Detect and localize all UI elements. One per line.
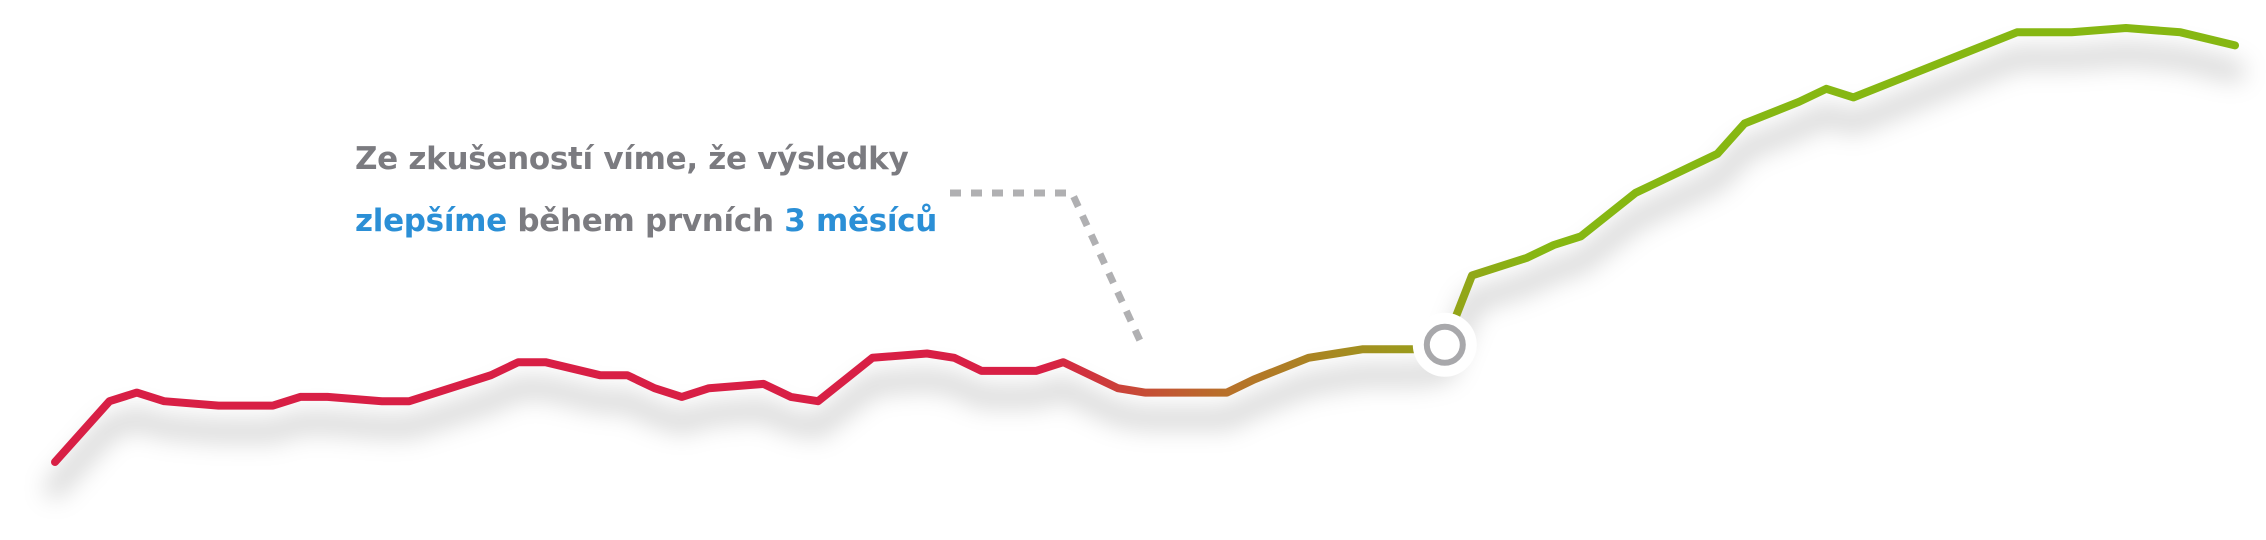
annotation-mid-text: během prvních xyxy=(506,203,785,239)
marker-ring xyxy=(1423,323,1466,366)
annotation-line-1: Ze zkušeností víme, že výsledky xyxy=(355,141,909,177)
annotation-accent-months: 3 měsíců xyxy=(784,203,938,239)
annotation-line-2: zlepšíme během prvních 3 měsíců xyxy=(355,190,937,252)
series-line xyxy=(51,24,2239,466)
annotation-leader-line xyxy=(950,189,1146,347)
line-shadow xyxy=(45,44,2245,498)
annotation-text: Ze zkušeností víme, že výsledky zlepšíme… xyxy=(355,128,937,252)
annotation-accent-improve: zlepšíme xyxy=(355,203,507,239)
